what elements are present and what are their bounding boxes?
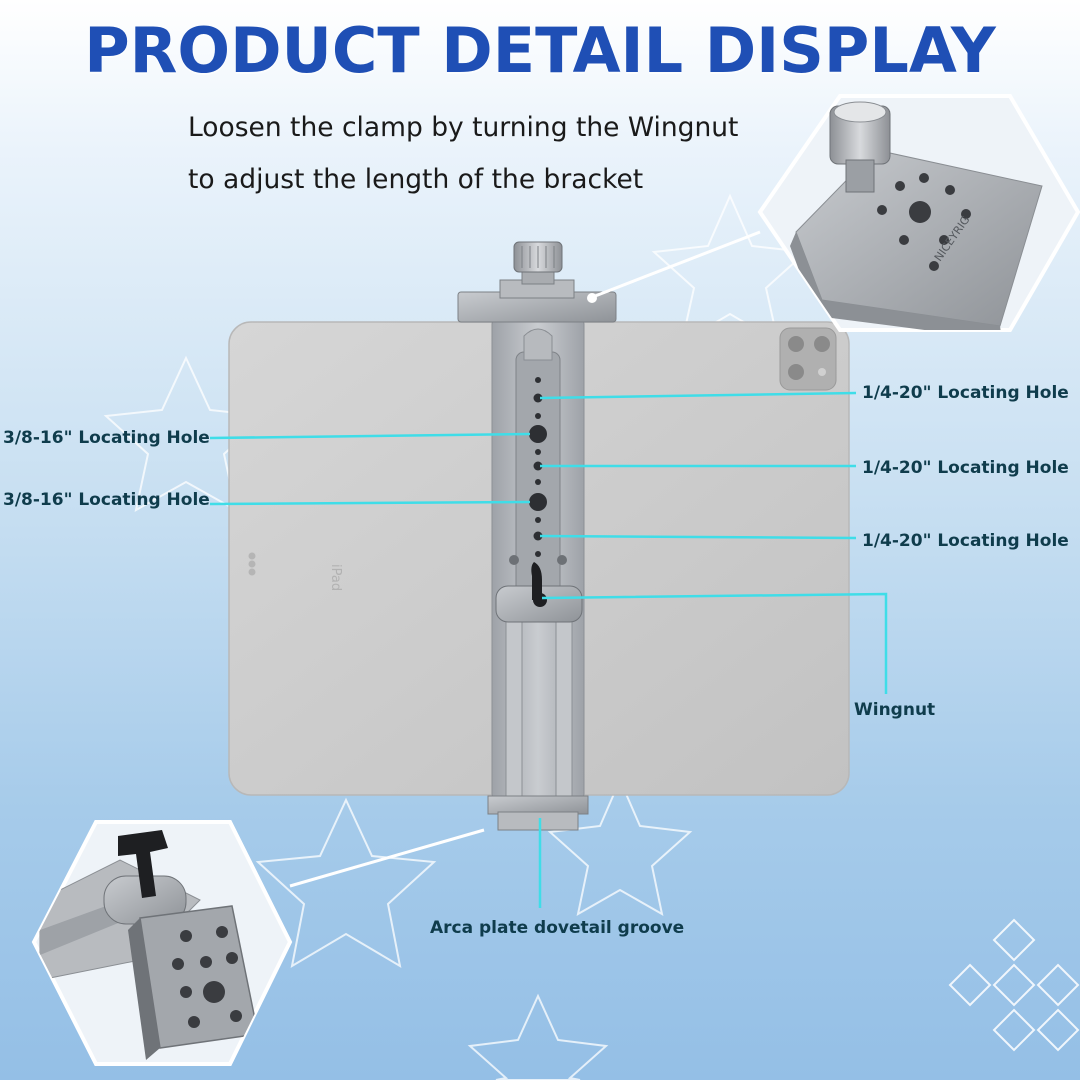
page-title: PRODUCT DETAIL DISPLAY <box>84 14 996 87</box>
callout-wingnut: Wingnut <box>854 700 936 720</box>
tablet-logo-marks <box>248 552 256 576</box>
locating-holes <box>529 377 547 557</box>
subtitle-line-1: Loosen the clamp by turning the Wingnut <box>188 112 739 143</box>
top-clamp-detail-inset: NICEYRIG <box>757 94 1080 332</box>
leader-anchor-top <box>587 293 597 303</box>
decorative-diamonds <box>948 918 1080 1052</box>
tablet-bracket <box>457 241 617 831</box>
tablet-brand-text: iPad <box>328 564 343 591</box>
leader-lines <box>209 230 888 908</box>
camera-module <box>779 327 837 391</box>
callout-three-eighths-16-hole-2: 3/8-16" Locating Hole <box>3 490 210 510</box>
bottom-clamp-detail-inset <box>31 820 293 1066</box>
callout-quarter-20-hole-1: 1/4-20" Locating Hole <box>862 383 1069 403</box>
subtitle-line-2: to adjust the length of the bracket <box>188 164 644 195</box>
callout-quarter-20-hole-2: 1/4-20" Locating Hole <box>862 458 1069 478</box>
callout-three-eighths-16-hole-1: 3/8-16" Locating Hole <box>3 428 210 448</box>
wingnut-part <box>495 562 583 623</box>
callout-arca-groove: Arca plate dovetail groove <box>430 918 685 938</box>
callout-quarter-20-hole-3: 1/4-20" Locating Hole <box>862 531 1069 551</box>
